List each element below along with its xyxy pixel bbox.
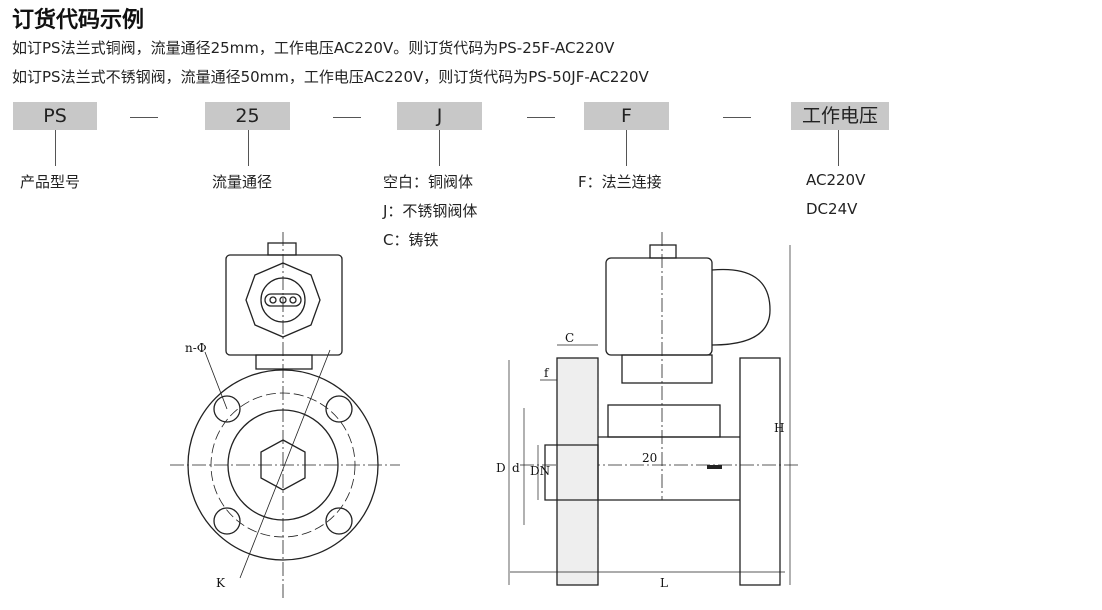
leader-line — [838, 130, 839, 166]
label-voltage-ac: AC220V — [806, 171, 866, 189]
example-1: 如订PS法兰式铜阀，流量通径25mm，工作电压AC220V。则订货代码为PS-2… — [12, 39, 615, 57]
label-holes: n-Φ — [185, 341, 207, 355]
label-c: C — [565, 331, 574, 345]
separator — [333, 117, 361, 118]
label-f: f — [544, 366, 550, 380]
code-box-diameter: 25 — [205, 102, 290, 130]
side-view: C f D d DN 20 H L — [496, 232, 800, 590]
leader-line — [439, 130, 440, 166]
label-d: d — [512, 461, 520, 475]
label-k: K — [216, 576, 226, 590]
label-connection: F：法兰连接 — [578, 173, 662, 191]
separator — [527, 117, 555, 118]
page-title: 订货代码示例 — [12, 7, 145, 33]
label-DN: DN — [530, 464, 550, 478]
label-voltage-dc: DC24V — [806, 200, 858, 218]
label-model: 产品型号 — [20, 173, 81, 191]
label-material-stainless: J：不锈钢阀体 — [383, 202, 478, 220]
label-material-brass: 空白：铜阀体 — [383, 173, 474, 191]
code-box-model: PS — [13, 102, 97, 130]
example-2: 如订PS法兰式不锈钢阀，流量通径50mm，工作电压AC220V，则订货代码为PS… — [12, 68, 649, 86]
code-box-connection: F — [584, 102, 669, 130]
label-L: L — [660, 576, 668, 590]
label-H: H — [774, 421, 784, 435]
leader-line — [55, 130, 56, 166]
leader-line — [248, 130, 249, 166]
separator — [130, 117, 158, 118]
separator — [723, 117, 751, 118]
label-material-castiron: C：铸铁 — [383, 231, 439, 249]
label-D: D — [496, 461, 506, 475]
code-box-material: J — [397, 102, 482, 130]
label-size: 20 — [642, 451, 657, 465]
front-view: n-Φ K — [170, 232, 400, 600]
code-box-voltage: 工作电压 — [791, 102, 889, 130]
label-diameter: 流量通径 — [212, 173, 273, 191]
leader-line — [626, 130, 627, 166]
